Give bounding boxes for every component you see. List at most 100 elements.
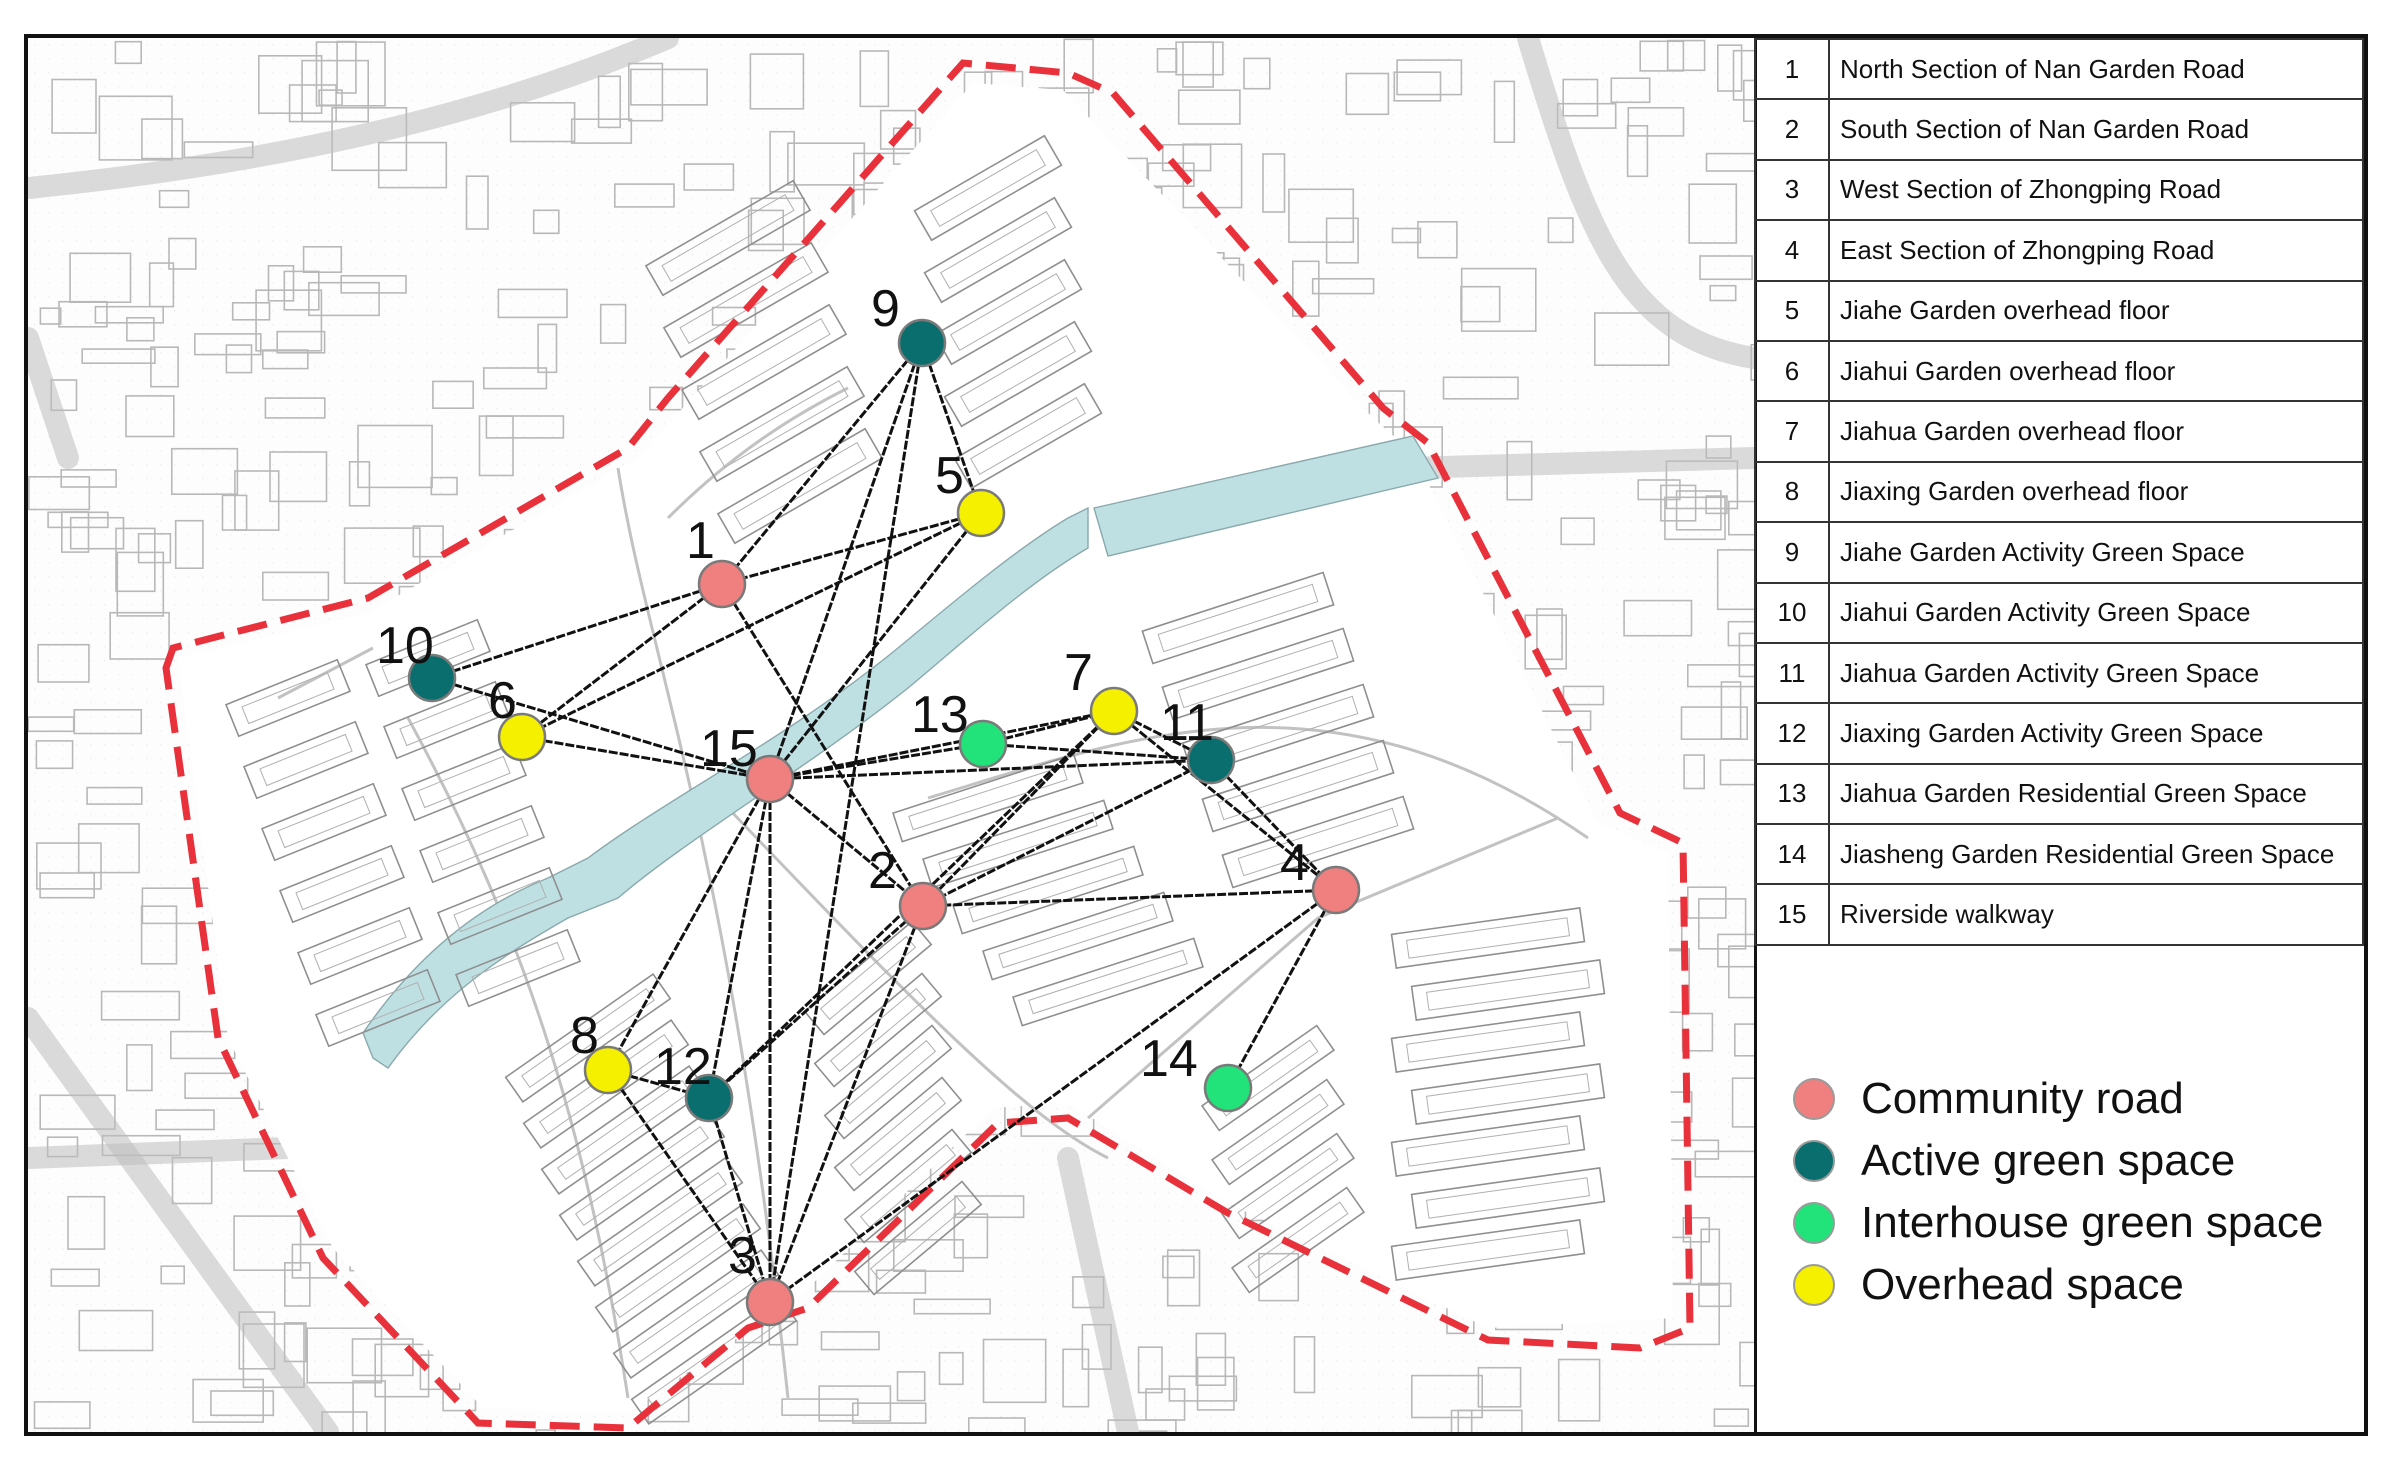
connection-lines bbox=[431, 342, 1338, 1304]
table-row-number: 7 bbox=[1754, 400, 1830, 463]
table-row-name: Jiahua Garden Activity Green Space bbox=[1828, 641, 2364, 705]
connection-line-5-6 bbox=[521, 511, 982, 739]
poi-marker-3[interactable] bbox=[745, 1277, 795, 1327]
connection-line-4-14 bbox=[1226, 889, 1338, 1089]
connection-line-11-2 bbox=[922, 758, 1212, 908]
poi-marker-14[interactable] bbox=[1203, 1063, 1253, 1113]
table-row-number: 14 bbox=[1754, 823, 1830, 886]
poi-number-4: 4 bbox=[1280, 834, 1309, 892]
table-row-name: Jiaxing Garden overhead floor bbox=[1828, 460, 2364, 524]
legend-item-community-road: Community road bbox=[1793, 1068, 2323, 1130]
table-row-name: Riverside walkway bbox=[1828, 883, 2364, 946]
connection-line-7-2 bbox=[921, 709, 1116, 908]
legend-label: Interhouse green space bbox=[1861, 1198, 2324, 1247]
table-row-number: 11 bbox=[1754, 641, 1830, 705]
table-row-number: 8 bbox=[1754, 460, 1830, 524]
table-row-number: 5 bbox=[1754, 279, 1830, 342]
connection-line-8-3 bbox=[606, 1069, 772, 1303]
poi-marker-4[interactable] bbox=[1311, 865, 1361, 915]
table-row-name: Jiahe Garden Activity Green Space bbox=[1828, 521, 2364, 584]
table-row-number: 10 bbox=[1754, 581, 1830, 644]
connection-line-1-10 bbox=[431, 582, 723, 680]
poi-marker-9[interactable] bbox=[897, 318, 947, 368]
poi-number-7: 7 bbox=[1064, 644, 1093, 702]
connection-line-1-6 bbox=[521, 582, 723, 739]
poi-number-15: 15 bbox=[700, 720, 758, 778]
poi-marker-10[interactable] bbox=[407, 653, 457, 703]
poi-number-6: 6 bbox=[488, 672, 517, 730]
table-row-number: 6 bbox=[1754, 339, 1830, 403]
connection-line-9-5 bbox=[920, 342, 983, 514]
legend-label: Active green space bbox=[1861, 1136, 2236, 1185]
connection-line-5-1 bbox=[721, 511, 982, 586]
poi-number-10: 10 bbox=[376, 617, 434, 675]
connection-line-6-15 bbox=[521, 735, 771, 781]
table-row-number: 2 bbox=[1754, 98, 1830, 161]
poi-marker-5[interactable] bbox=[956, 488, 1006, 538]
legend-item-active-green-space: Active green space bbox=[1793, 1130, 2323, 1192]
connection-line-5-15 bbox=[768, 512, 983, 780]
poi-number-3: 3 bbox=[728, 1227, 757, 1285]
table-row-name: Jiaxing Garden Activity Green Space bbox=[1828, 702, 2364, 765]
connection-line-13-11 bbox=[982, 742, 1212, 762]
connection-line-1-2 bbox=[720, 583, 925, 907]
connection-line-11-4 bbox=[1209, 758, 1338, 892]
legend-swatch bbox=[1793, 1078, 1835, 1120]
connection-line-4-3 bbox=[769, 888, 1337, 1304]
poi-marker-15[interactable] bbox=[745, 754, 795, 804]
poi-marker-8[interactable] bbox=[583, 1045, 633, 1095]
connection-line-10-15 bbox=[431, 676, 771, 781]
river bbox=[362, 435, 1440, 1069]
table-row-number: 15 bbox=[1754, 883, 1830, 946]
poi-number-5: 5 bbox=[935, 447, 964, 505]
table-row-number: 9 bbox=[1754, 521, 1830, 584]
table-row-number: 3 bbox=[1754, 158, 1830, 222]
poi-marker-12[interactable] bbox=[684, 1073, 734, 1123]
table-row-name: Jiahui Garden Activity Green Space bbox=[1828, 581, 2364, 644]
community-boundary bbox=[162, 59, 1694, 1432]
table-row-name: Jiahua Garden overhead floor bbox=[1828, 400, 2364, 463]
connection-line-2-12 bbox=[707, 904, 925, 1100]
poi-marker-1[interactable] bbox=[697, 559, 747, 609]
table-row-name: Jiasheng Garden Residential Green Space bbox=[1828, 823, 2364, 886]
connection-line-12-3 bbox=[707, 1097, 772, 1303]
table-row-number: 13 bbox=[1754, 762, 1830, 826]
poi-number-13: 13 bbox=[911, 686, 969, 744]
poi-marker-7[interactable] bbox=[1089, 686, 1139, 736]
poi-number-2: 2 bbox=[868, 842, 897, 900]
legend-swatch bbox=[1793, 1264, 1835, 1306]
connection-line-4-2 bbox=[922, 888, 1337, 908]
table-row-name: East Section of Zhongping Road bbox=[1828, 219, 2364, 282]
poi-marker-13[interactable] bbox=[958, 719, 1008, 769]
connection-line-9-1 bbox=[720, 342, 924, 585]
table-row-name: North Section of Nan Garden Road bbox=[1828, 37, 2364, 101]
poi-marker-6[interactable] bbox=[497, 712, 547, 762]
connection-line-15-8 bbox=[606, 778, 772, 1071]
table-row-name: West Section of Zhongping Road bbox=[1828, 158, 2364, 222]
poi-number-11: 11 bbox=[1160, 694, 1214, 752]
table-row-number: 12 bbox=[1754, 702, 1830, 765]
poi-marker-11[interactable] bbox=[1186, 735, 1236, 785]
poi-marker-2[interactable] bbox=[898, 881, 948, 931]
connection-line-15-2 bbox=[769, 777, 924, 908]
connection-line-15-11 bbox=[769, 758, 1212, 781]
poi-number-12: 12 bbox=[654, 1038, 712, 1096]
poi-number-9: 9 bbox=[871, 280, 900, 338]
connection-line-15-12 bbox=[707, 778, 772, 1099]
